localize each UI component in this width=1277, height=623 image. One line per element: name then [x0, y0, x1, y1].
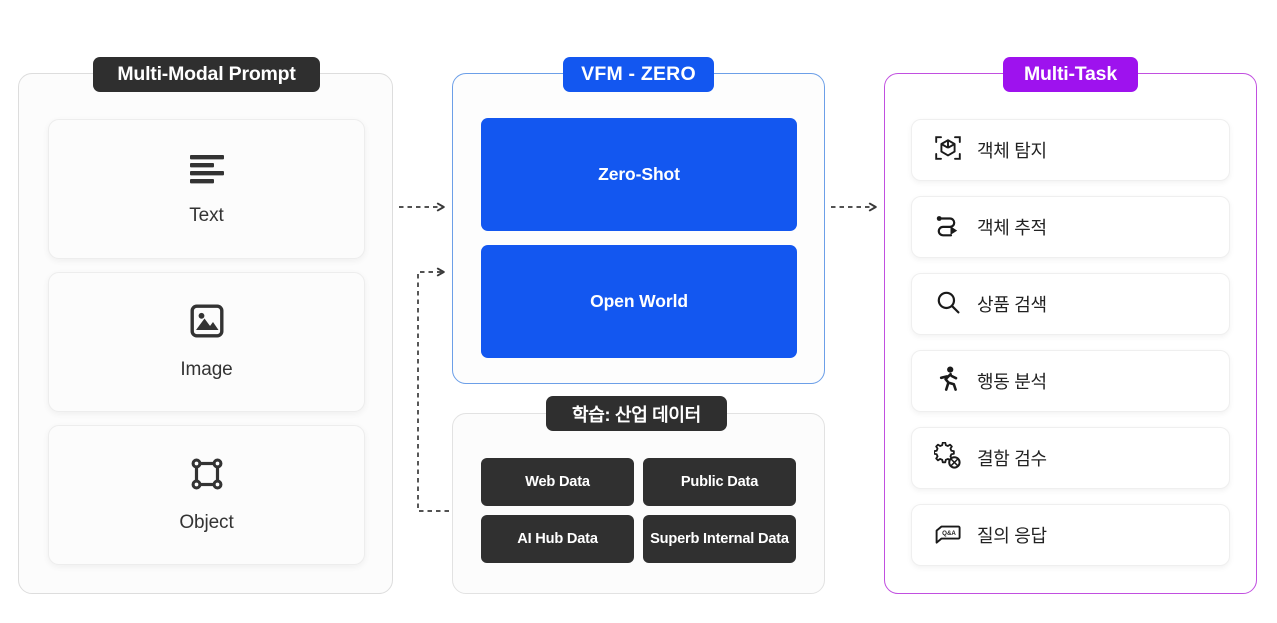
task-card-question-answering[interactable]: Q&A 질의 응답 [911, 504, 1230, 566]
object-tracking-icon [934, 211, 962, 244]
task-label: 객체 탐지 [977, 141, 1047, 161]
object-detection-icon [934, 134, 962, 167]
gear-inspection-icon [933, 441, 962, 475]
dataset-label: AI Hub Data [517, 531, 598, 547]
capability-zero-shot[interactable]: Zero-Shot [481, 118, 797, 231]
dataset-chip-web-data[interactable]: Web Data [481, 458, 634, 506]
modality-card-image[interactable]: Image [48, 272, 365, 412]
training-data-badge: 학습: 산업 데이터 [546, 396, 727, 431]
task-label: 행동 분석 [977, 372, 1047, 392]
task-card-defect-inspection[interactable]: 결함 검수 [911, 427, 1230, 489]
capability-label: Open World [590, 291, 688, 311]
capability-label: Zero-Shot [598, 164, 680, 184]
dataset-label: Public Data [680, 474, 759, 490]
multi-task-badge: Multi-Task [1003, 57, 1138, 92]
dataset-chip-ai-hub-data[interactable]: AI Hub Data [481, 515, 634, 563]
task-card-action-analysis[interactable]: 행동 분석 [911, 350, 1230, 412]
dataset-label: Superb Internal Data [650, 531, 789, 547]
task-label: 결함 검수 [977, 449, 1047, 469]
qa-speech-bubble-icon: Q&A [934, 519, 962, 552]
image-picture-icon [190, 304, 224, 343]
task-label: 상품 검색 [977, 295, 1047, 315]
capability-open-world[interactable]: Open World [481, 245, 797, 358]
multi-modal-prompt-badge: Multi-Modal Prompt [93, 57, 320, 92]
modality-card-object[interactable]: Object [48, 425, 365, 565]
bounding-box-icon [190, 457, 224, 496]
dataset-chip-superb-internal-data[interactable]: Superb Internal Data [643, 515, 796, 563]
search-magnifier-icon [934, 288, 962, 321]
dataset-chip-public-data[interactable]: Public Data [643, 458, 796, 506]
modality-label: Text [189, 204, 224, 226]
dataset-label: Web Data [525, 474, 590, 490]
task-label: 객체 추적 [977, 218, 1047, 238]
task-label: 질의 응답 [977, 526, 1047, 546]
modality-label: Object [179, 511, 234, 533]
modality-label: Image [180, 358, 233, 380]
text-lines-icon [188, 152, 226, 189]
vfm-zero-badge: VFM - ZERO [563, 57, 714, 92]
task-card-object-tracking[interactable]: 객체 추적 [911, 196, 1230, 258]
task-card-object-detection[interactable]: 객체 탐지 [911, 119, 1230, 181]
running-person-icon [934, 365, 962, 398]
connector-data-to-model [417, 267, 449, 512]
task-card-product-search[interactable]: 상품 검색 [911, 273, 1230, 335]
svg-text:Q&A: Q&A [942, 530, 956, 537]
modality-card-text[interactable]: Text [48, 119, 365, 259]
